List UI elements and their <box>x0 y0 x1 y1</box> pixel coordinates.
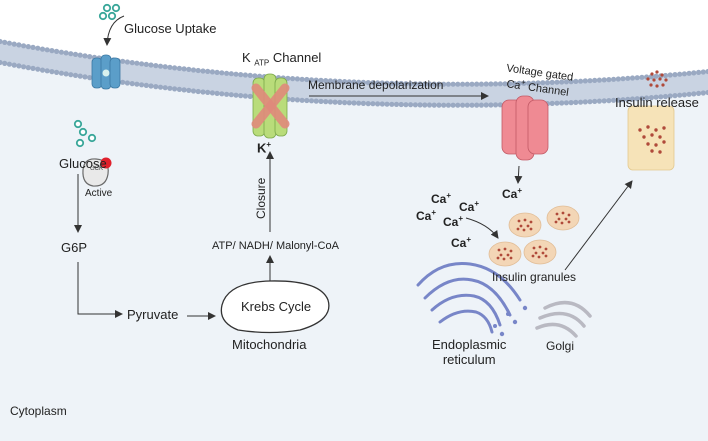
cell-membrane <box>0 38 708 108</box>
glucose-molecule-icon <box>73 119 97 148</box>
closure-label: Closure <box>254 177 268 219</box>
golgi-label: Golgi <box>546 339 575 353</box>
gck-enzyme-icon <box>82 157 112 187</box>
ca-label-2: Ca+ <box>459 199 480 214</box>
glucose-transporter-icon <box>91 54 121 90</box>
insulin-granules-label: Insulin granules <box>492 270 577 284</box>
er-line2: reticulum <box>442 351 496 367</box>
insulin-granule-icon <box>488 205 580 267</box>
endoplasmic-reticulum-label: Endoplasmic reticulum <box>432 337 507 368</box>
insulin-release-label: Insulin release <box>615 95 699 110</box>
katp-channel-label: K ATP Channel <box>242 50 322 68</box>
katp-subscript: ATP <box>254 58 270 68</box>
endoplasmic-reticulum-icon <box>416 261 528 337</box>
active-label: Active <box>85 188 113 199</box>
calcium-channel-icon <box>501 95 549 161</box>
katp-k: K <box>242 50 251 65</box>
k-ion-symbol: K <box>257 140 267 156</box>
insulin-vesicle-icon <box>627 105 675 171</box>
k-ion-label: K+ <box>257 140 271 156</box>
krebs-cycle-label: Krebs Cycle <box>241 299 312 314</box>
er-line1: Endoplasmic <box>432 337 507 352</box>
glucose-molecule-icon <box>98 3 121 21</box>
katp-channel-word: Channel <box>272 50 322 65</box>
g6p-label: G6P <box>61 240 88 255</box>
cytoplasm-label: Cytoplasm <box>10 404 67 418</box>
insulin-release-dots <box>646 70 668 88</box>
ca-label-channel: Ca+ <box>502 186 523 201</box>
pyruvate-label: Pyruvate <box>127 307 179 322</box>
pathway-arrows <box>74 15 633 320</box>
atp-nadh-malonyl-label: ATP/ NADH/ Malonyl-CoA <box>212 240 339 252</box>
cross-mark-icon <box>251 83 290 129</box>
mitochondria-label: Mitochondria <box>232 337 307 352</box>
ca-label-3: Ca+ <box>416 208 437 223</box>
k-ion-charge: + <box>266 140 272 149</box>
gck-label: GCK <box>90 166 104 172</box>
mitochondria-icon <box>220 280 330 334</box>
glucose-uptake-label: Glucose Uptake <box>124 21 217 36</box>
cytoplasm-area <box>0 55 708 441</box>
ca-label-4: Ca+ <box>443 214 464 229</box>
vesicle-dots <box>638 125 666 154</box>
glucose-label: Glucose <box>59 156 107 171</box>
ca-label-1: Ca+ <box>431 191 452 206</box>
membrane-depolarization-label: Membrane depolarization <box>308 78 444 92</box>
ca-label-5: Ca+ <box>451 235 472 250</box>
golgi-icon <box>535 300 592 338</box>
